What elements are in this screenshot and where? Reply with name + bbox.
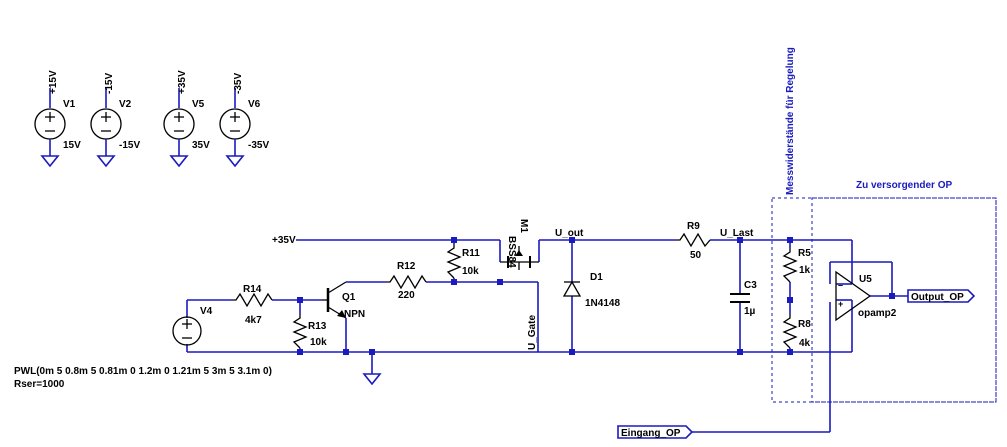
v5-value: 35V	[192, 140, 210, 151]
measure-box-title: Messwiderstände für Regelung	[785, 47, 796, 195]
r13-ref: R13	[308, 321, 327, 332]
m1-ref: M1	[518, 219, 529, 233]
v1-net-label: +15V	[48, 70, 59, 94]
r9-ref: R9	[687, 221, 700, 232]
r14-value: 4k7	[245, 315, 262, 326]
v4-ref: V4	[200, 306, 213, 317]
output-port-label: Output_OP	[911, 292, 964, 303]
r9-value: 50	[690, 250, 702, 261]
resistor-r13[interactable]: R13 10k	[292, 314, 327, 349]
out-net-label: U_out	[555, 228, 584, 239]
r8-ref: R8	[798, 319, 811, 330]
r8-value: 4k	[799, 338, 811, 349]
r12-ref: R12	[397, 261, 416, 272]
gate-net-label: U_Gate	[527, 315, 538, 350]
r12-value: 220	[398, 290, 415, 301]
capacitor-c3[interactable]: C3 1µ	[730, 280, 757, 317]
v6-net-label: -35V	[233, 73, 244, 94]
v2-ref: V2	[119, 99, 132, 110]
input-port[interactable]: Eingang_OP	[617, 425, 694, 439]
output-port[interactable]: Output_OP	[907, 289, 976, 303]
r5-value: 1k	[799, 265, 811, 276]
v6-ref: V6	[248, 99, 261, 110]
resistor-r11[interactable]: R11 10k	[446, 244, 480, 279]
r14-ref: R14	[243, 284, 262, 295]
input-port-label: Eingang_OP	[621, 428, 681, 439]
opamp-plus-sign: +	[838, 299, 843, 309]
v4-spec: PWL(0m 5 0.8m 5 0.81m 0 1.2m 0 1.21m 5 3…	[14, 366, 272, 377]
resistor-r14[interactable]: R14 4k7	[232, 284, 273, 326]
source-v2[interactable]: -15V V2 -15V	[90, 73, 140, 168]
r13-value: 10k	[310, 337, 327, 348]
u5-ref: U5	[859, 274, 872, 285]
v5-ref: V5	[192, 99, 205, 110]
c3-ref: C3	[744, 280, 757, 291]
source-v5[interactable]: +35V V5 35V	[163, 70, 210, 168]
junctions	[297, 237, 895, 355]
q1-ref: Q1	[342, 292, 356, 303]
source-v1[interactable]: +15V V1 15V	[34, 70, 81, 168]
opamp-box-title: Zu versorgender OP	[856, 180, 952, 191]
m1-type: BSS84	[506, 236, 517, 268]
v6-value: -35V	[248, 140, 269, 151]
diode-d1[interactable]: D1 1N4148	[562, 272, 620, 309]
v2-net-label: -15V	[104, 73, 115, 94]
resistor-r8[interactable]: R8 4k	[782, 314, 811, 349]
d1-type: 1N4148	[585, 298, 620, 309]
r11-ref: R11	[462, 248, 480, 259]
opamp-minus-sign: –	[838, 280, 843, 290]
d1-ref: D1	[590, 272, 603, 283]
v1-ref: V1	[63, 99, 76, 110]
load-net-label: U_Last	[720, 228, 754, 239]
resistor-r12[interactable]: R12 220	[386, 261, 427, 301]
v4-rser: Rser=1000	[14, 379, 65, 390]
q1-type: NPN	[344, 309, 365, 320]
v2-value: -15V	[119, 140, 140, 151]
source-v4[interactable]: V4 PWL(0m 5 0.8m 5 0.81m 0 1.2m 0 1.21m …	[14, 306, 272, 390]
source-v6[interactable]: -35V V6 -35V	[219, 73, 269, 168]
r11-value: 10k	[462, 266, 479, 277]
transistor-q1[interactable]: Q1 NPN	[322, 281, 365, 320]
opamp-box	[811, 197, 997, 403]
c3-value: 1µ	[744, 306, 756, 317]
resistor-r9[interactable]: R9 50	[676, 221, 711, 261]
mosfet-m1[interactable]: BSS84 M1	[500, 219, 539, 270]
r5-ref: R5	[798, 248, 811, 259]
supply-net-label: +35V	[272, 235, 296, 246]
opamp-u5[interactable]: – + U5 opamp2	[835, 270, 897, 322]
u5-type: opamp2	[858, 308, 897, 319]
resistor-r5[interactable]: R5 1k	[782, 248, 811, 283]
v1-value: 15V	[63, 140, 81, 151]
v5-net-label: +35V	[177, 70, 188, 94]
